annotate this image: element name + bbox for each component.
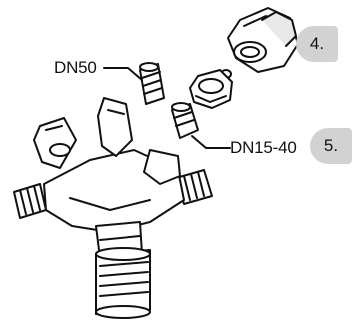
dn50-label: DN50 (54, 58, 97, 77)
valve-handle-right (143, 149, 181, 185)
valve-handle-middle (97, 97, 133, 157)
step-5-badge: 5. (310, 128, 352, 164)
valve-handle-left (33, 117, 77, 169)
dn15-40-label: DN15-40 (230, 138, 297, 157)
sieve-cap (227, 7, 299, 73)
lower-connector (95, 247, 151, 319)
dn15-40-strainer (171, 102, 199, 139)
dn15-40-leader-line (191, 135, 231, 149)
dn50-strainer (139, 62, 165, 105)
threaded-insert (189, 69, 233, 109)
dn50-leader-line (103, 67, 143, 81)
valve-body (13, 149, 213, 259)
step-4-badge: 4. (296, 26, 338, 62)
